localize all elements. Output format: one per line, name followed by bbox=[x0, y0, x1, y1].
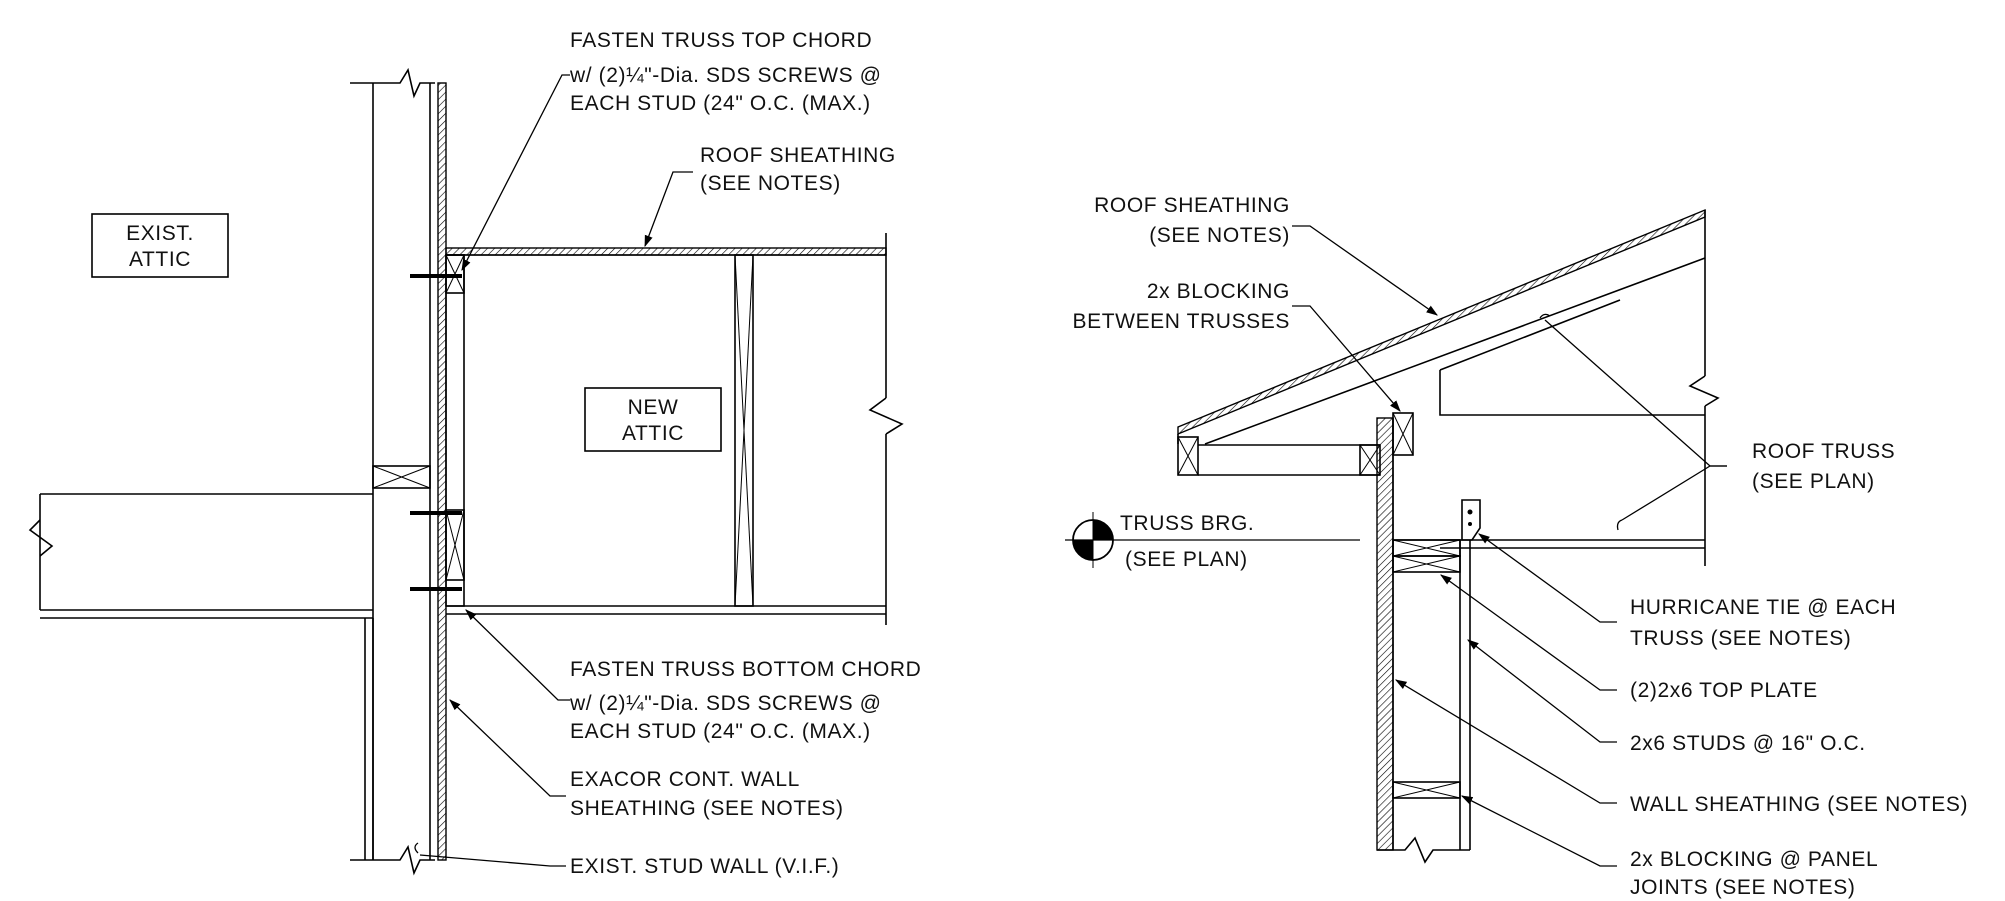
note-top-chord-line1: FASTEN TRUSS TOP CHORD bbox=[570, 29, 872, 52]
panel-blocking bbox=[1392, 781, 1461, 799]
left-detail: EXIST. ATTIC NEW ATTIC FASTEN TRUSS TOP … bbox=[28, 29, 921, 878]
new-attic-line1: NEW bbox=[628, 396, 679, 419]
note-wall-sheathing-right: WALL SHEATHING (SEE NOTES) bbox=[1630, 793, 1968, 816]
note-hurricane-tie-line2: TRUSS (SEE NOTES) bbox=[1630, 627, 1851, 650]
truss-end-vertical bbox=[445, 254, 465, 607]
note-truss-brg-line2: (SEE PLAN) bbox=[1125, 548, 1248, 571]
note-hurricane-tie-line1: HURRICANE TIE @ EACH bbox=[1630, 596, 1896, 619]
note-panel-blocking: 2x BLOCKING @ PANEL JOINTS (SEE NOTES) bbox=[1630, 848, 1878, 899]
hurricane-tie bbox=[1461, 499, 1481, 541]
note-roof-truss: ROOF TRUSS (SEE PLAN) bbox=[1752, 440, 1895, 493]
exist-attic-line1: EXIST. bbox=[126, 222, 194, 245]
note-blocking-line1: 2x BLOCKING bbox=[1147, 280, 1290, 303]
exist-attic-line2: ATTIC bbox=[129, 248, 191, 271]
wall-sheathing-strip bbox=[437, 82, 447, 861]
note-studs: 2x6 STUDS @ 16" O.C. bbox=[1630, 732, 1866, 755]
note-blocking-between-trusses: 2x BLOCKING BETWEEN TRUSSES bbox=[1073, 280, 1290, 333]
note-roof-sheathing-left: ROOF SHEATHING (SEE NOTES) bbox=[700, 144, 896, 195]
note-roof-truss-line1: ROOF TRUSS bbox=[1752, 440, 1895, 463]
top-plate bbox=[1392, 539, 1461, 573]
note-blocking-line2: BETWEEN TRUSSES bbox=[1073, 310, 1290, 333]
roof-sheathing-strip bbox=[445, 247, 887, 256]
overhang-framing bbox=[1177, 436, 1381, 476]
note-panel-blocking-line1: 2x BLOCKING @ PANEL bbox=[1630, 848, 1878, 871]
exist-attic-tag: EXIST. ATTIC bbox=[91, 213, 229, 278]
new-roof-framing bbox=[445, 233, 904, 625]
note-top-chord: FASTEN TRUSS TOP CHORD w/ (2)¼"-Dia. SDS… bbox=[569, 29, 882, 115]
note-wall-sheathing-left-line1: EXACOR CONT. WALL bbox=[570, 768, 800, 791]
truss-bearing-symbol bbox=[1065, 512, 1360, 568]
wall-blocking bbox=[372, 465, 431, 489]
note-roof-truss-line2: (SEE PLAN) bbox=[1752, 470, 1875, 493]
note-truss-brg-line1: TRUSS BRG. bbox=[1120, 512, 1254, 535]
note-wall-sheathing-left: EXACOR CONT. WALL SHEATHING (SEE NOTES) bbox=[570, 768, 844, 820]
note-stud-wall: EXIST. STUD WALL (V.I.F.) bbox=[570, 855, 839, 878]
note-stud-wall-line1: EXIST. STUD WALL (V.I.F.) bbox=[570, 855, 839, 878]
left-leaders bbox=[414, 74, 693, 867]
note-studs-line1: 2x6 STUDS @ 16" O.C. bbox=[1630, 732, 1866, 755]
note-top-plate-line1: (2)2x6 TOP PLATE bbox=[1630, 679, 1818, 702]
note-bottom-chord-line3: EACH STUD (24" O.C. (MAX.) bbox=[570, 720, 871, 743]
right-leaders bbox=[1292, 225, 1727, 867]
new-wall bbox=[1376, 417, 1471, 864]
note-wall-sheathing-right-line1: WALL SHEATHING (SEE NOTES) bbox=[1630, 793, 1968, 816]
note-roof-sheathing-right-line1: ROOF SHEATHING bbox=[1094, 194, 1290, 217]
new-attic-tag: NEW ATTIC bbox=[584, 387, 722, 452]
existing-stud-wall bbox=[350, 67, 435, 876]
note-panel-blocking-line2: JOINTS (SEE NOTES) bbox=[1630, 876, 1856, 899]
note-roof-sheathing-right: ROOF SHEATHING (SEE NOTES) bbox=[1094, 194, 1290, 247]
blocking-between-trusses bbox=[1392, 412, 1414, 456]
existing-floor-framing bbox=[28, 493, 374, 860]
right-detail: ROOF SHEATHING (SEE NOTES) 2x BLOCKING B… bbox=[1065, 194, 1968, 899]
sds-screws bbox=[410, 274, 462, 591]
note-bottom-chord: FASTEN TRUSS BOTTOM CHORD w/ (2)¼"-Dia. … bbox=[569, 658, 921, 743]
note-roof-sheathing-left-line1: ROOF SHEATHING bbox=[700, 144, 896, 167]
note-roof-sheathing-right-line2: (SEE NOTES) bbox=[1149, 224, 1290, 247]
sloped-roof bbox=[1177, 208, 1720, 566]
truss-interior-web bbox=[734, 254, 754, 607]
note-bottom-chord-line1: FASTEN TRUSS BOTTOM CHORD bbox=[570, 658, 921, 681]
note-top-chord-line2: w/ (2)¼"-Dia. SDS SCREWS @ bbox=[569, 64, 882, 87]
note-top-plate: (2)2x6 TOP PLATE bbox=[1630, 679, 1818, 702]
note-bottom-chord-line2: w/ (2)¼"-Dia. SDS SCREWS @ bbox=[569, 692, 882, 715]
note-roof-sheathing-left-line2: (SEE NOTES) bbox=[700, 172, 841, 195]
new-attic-line2: ATTIC bbox=[622, 422, 684, 445]
note-top-chord-line3: EACH STUD (24" O.C. (MAX.) bbox=[570, 92, 871, 115]
note-wall-sheathing-left-line2: SHEATHING (SEE NOTES) bbox=[570, 797, 844, 820]
note-hurricane-tie: HURRICANE TIE @ EACH TRUSS (SEE NOTES) bbox=[1630, 596, 1896, 650]
note-truss-brg: TRUSS BRG. (SEE PLAN) bbox=[1120, 512, 1254, 571]
